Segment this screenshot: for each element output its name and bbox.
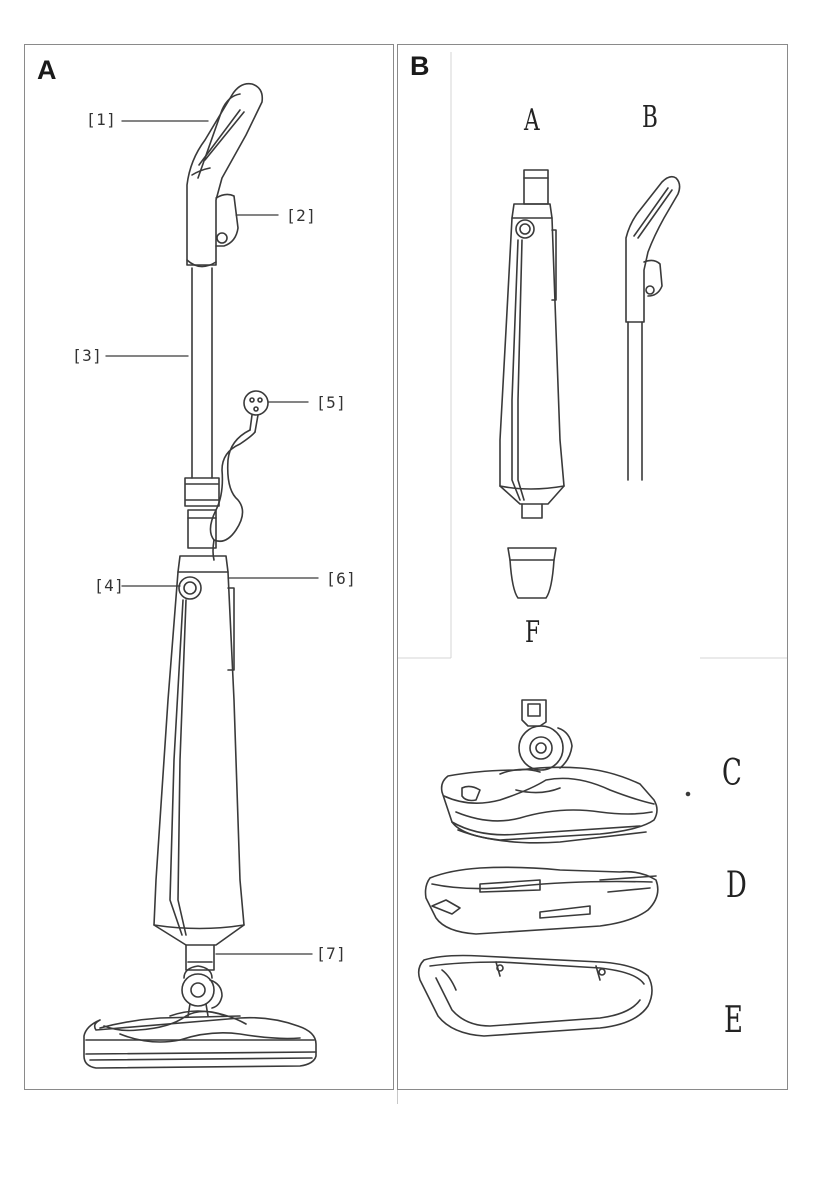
mop-cable-drawing (210, 391, 268, 560)
part-label-f: F (525, 615, 540, 650)
mop-handle-drawing (187, 84, 262, 267)
callout-4-button: [4] (94, 576, 124, 595)
callout-7-joint: [7] (316, 944, 346, 963)
callout-2-trigger: [2] (286, 206, 316, 225)
callout-3-pole: [3] (72, 346, 102, 365)
part-label-e: E (724, 1000, 743, 1041)
callout-5-plug: [5] (316, 393, 346, 412)
part-e-tray-drawing (419, 956, 652, 1037)
part-label-b: B (642, 100, 658, 135)
part-c-mop-head-drawing (442, 700, 657, 843)
part-label-a: A (524, 103, 540, 138)
mop-swivel-joint-drawing (182, 966, 222, 1016)
part-d-pad-drawing (426, 867, 658, 934)
part-a-body-drawing (500, 170, 564, 518)
part-label-c: C (722, 753, 742, 794)
part-f-cup-drawing (508, 548, 556, 598)
divider-stub (397, 1090, 398, 1104)
mop-upper-pole-drawing (185, 268, 219, 548)
part-label-d: D (726, 865, 747, 906)
panel-b-image-edges (398, 52, 787, 658)
callout-1-handle: [1] (86, 110, 116, 129)
callout-6-body: [6] (326, 569, 356, 588)
part-b-handle-drawing (626, 177, 680, 480)
mop-head-drawing (84, 1011, 316, 1068)
mop-body-drawing (154, 556, 244, 970)
